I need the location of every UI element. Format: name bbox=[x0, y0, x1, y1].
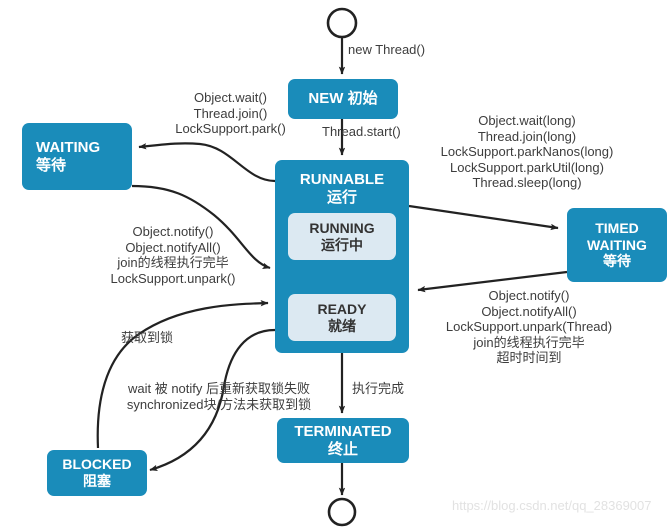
edge-waiting-to-runnable bbox=[131, 184, 271, 270]
edge-label-start-to-new: new Thread() bbox=[348, 42, 426, 57]
state-terminated[interactable]: TERMINATED 终止 bbox=[277, 418, 409, 463]
label-line: synchronized块/方法未获取到锁 bbox=[126, 396, 312, 412]
state-runnable-label-cn: 运行 bbox=[326, 188, 357, 206]
label-line: LockSupport.parkNanos(long) bbox=[440, 144, 614, 159]
label-line: join的线程执行完毕 bbox=[117, 255, 229, 270]
state-timed-waiting-label-cn: 等待 bbox=[603, 253, 631, 270]
label-line: Object.notifyAll() bbox=[125, 239, 221, 255]
edge-runnable-to-waiting bbox=[138, 142, 276, 183]
edge-blocked-to-runnable bbox=[96, 300, 269, 449]
state-waiting-label-cn: 等待 bbox=[36, 156, 67, 174]
state-runnable-label-en: RUNNABLE bbox=[299, 171, 385, 188]
label-line: Object.notify() bbox=[488, 288, 570, 303]
substate-running[interactable]: RUNNING 运行中 bbox=[288, 213, 396, 260]
state-blocked-label-cn: 阻塞 bbox=[83, 473, 111, 489]
state-terminated-label-cn: 终止 bbox=[327, 440, 358, 458]
label-line: LockSupport.unpark(Thread) bbox=[445, 319, 613, 334]
label-line: LockSupport.parkUtil(long) bbox=[450, 159, 604, 175]
label-line: Object.notify() bbox=[132, 224, 214, 239]
substate-running-label-en: RUNNING bbox=[309, 219, 375, 236]
substate-ready-label-en: READY bbox=[317, 300, 367, 317]
label-line: Thread.join(long) bbox=[477, 128, 577, 144]
edge-runnable-to-timed-waiting bbox=[408, 204, 559, 231]
label-line: Thread.sleep(long) bbox=[472, 175, 582, 190]
state-timed-waiting-label-en1: TIMED bbox=[595, 220, 639, 237]
state-blocked[interactable]: BLOCKED 阻塞 bbox=[47, 450, 147, 496]
edge-label-runnable-to-blocked: wait 被 notify 后重新获取锁失败 synchronized块/方法未… bbox=[93, 381, 345, 412]
edge-label-waiting-to-runnable: Object.notify() Object.notifyAll() join的… bbox=[78, 224, 268, 286]
label-line: 超时时间到 bbox=[496, 350, 562, 365]
substate-ready[interactable]: READY 就绪 bbox=[288, 294, 396, 341]
label-line: Object.notifyAll() bbox=[481, 303, 577, 319]
edge-label-new-to-runnable: Thread.start() bbox=[322, 124, 401, 139]
state-terminated-label-en: TERMINATED bbox=[294, 422, 392, 440]
label-line: Object.wait(long) bbox=[478, 113, 576, 128]
label-line: Thread.join() bbox=[193, 105, 268, 121]
substate-ready-label-cn: 就绪 bbox=[328, 317, 356, 334]
state-new-label: NEW 初始 bbox=[308, 90, 378, 108]
end-node-circle bbox=[327, 497, 357, 527]
label-line: join的线程执行完毕 bbox=[473, 334, 585, 350]
label-line: wait 被 notify 后重新获取锁失败 bbox=[127, 381, 311, 396]
substate-running-label-cn: 运行中 bbox=[321, 236, 363, 253]
state-new[interactable]: NEW 初始 bbox=[288, 79, 398, 119]
state-blocked-label-en: BLOCKED bbox=[62, 456, 132, 473]
edge-label-timed-waiting-to-runnable: Object.notify() Object.notifyAll() LockS… bbox=[420, 288, 638, 366]
label-line: Object.wait() bbox=[194, 90, 267, 105]
edge-label-runnable-to-waiting: Object.wait() Thread.join() LockSupport.… bbox=[153, 90, 308, 137]
start-node-circle bbox=[326, 7, 358, 39]
label-line: LockSupport.unpark() bbox=[110, 270, 236, 286]
state-waiting-label-en: WAITING bbox=[36, 138, 101, 156]
edge-runnable-to-blocked bbox=[149, 328, 276, 472]
edge-label-runnable-to-terminated: 执行完成 bbox=[352, 381, 405, 396]
watermark: https://blog.csdn.net/qq_28369007 bbox=[452, 498, 652, 513]
edge-label-runnable-to-timed-waiting: Object.wait(long) Thread.join(long) Lock… bbox=[418, 113, 636, 191]
state-timed-waiting-label-en2: WAITING bbox=[587, 236, 647, 253]
state-timed-waiting[interactable]: TIMED WAITING 等待 bbox=[567, 208, 667, 282]
label-line: LockSupport.park() bbox=[175, 121, 286, 136]
state-waiting[interactable]: WAITING 等待 bbox=[22, 123, 132, 190]
edge-label-blocked-to-runnable: 获取到锁 bbox=[121, 330, 174, 345]
edge-timed-waiting-to-runnable bbox=[417, 270, 568, 293]
